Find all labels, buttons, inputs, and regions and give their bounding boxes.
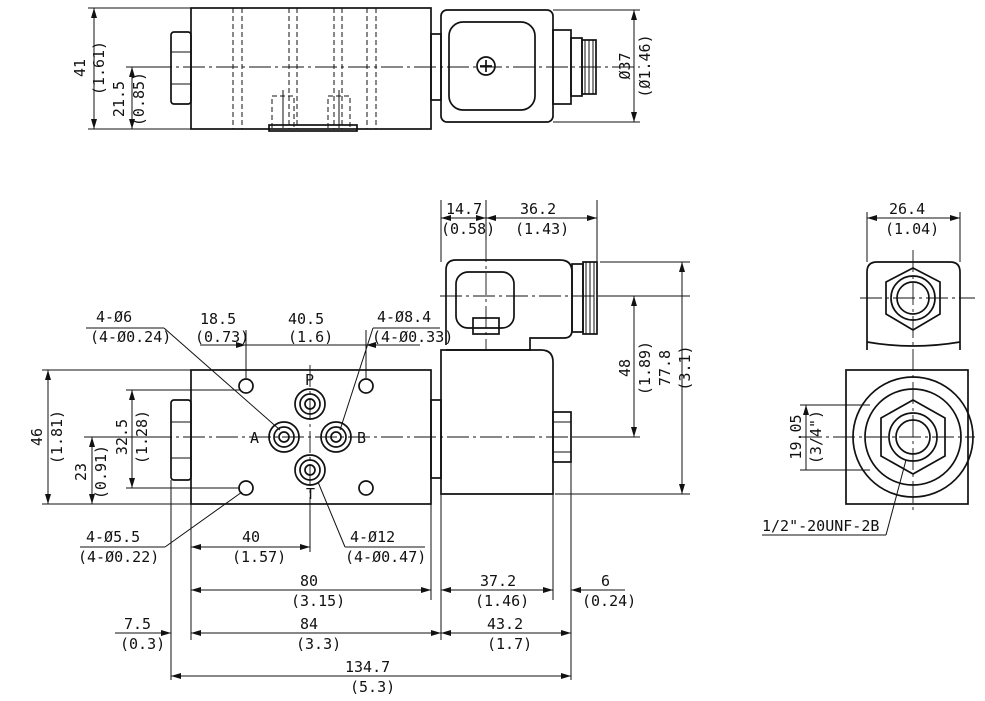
dim-4-d12: 4-Ø12 xyxy=(350,528,395,546)
dim-36-2: 36.2 xyxy=(520,200,556,218)
dim-14-7: 14.7 xyxy=(446,200,482,218)
dim-4-d5-5: 4-Ø5.5 xyxy=(86,528,140,546)
front-view: P A B T xyxy=(150,240,640,510)
dim-7-5-inch: (0.3) xyxy=(120,635,165,653)
dim-26-4: 26.4 xyxy=(889,200,925,218)
port-a-label: A xyxy=(250,429,259,447)
port-t-label: T xyxy=(306,485,315,503)
front-view-dimensions: 14.7 (0.58) 36.2 (1.43) 18.5 (0.73) 40.5… xyxy=(28,200,694,696)
dim-134-7: 134.7 xyxy=(345,658,390,676)
dim-48-inch: (1.89) xyxy=(636,341,654,395)
dim-23: 23 xyxy=(72,463,90,481)
port-p-label: P xyxy=(305,371,314,389)
side-view xyxy=(800,250,975,512)
dim-14-7-inch: (0.58) xyxy=(441,220,495,238)
dim-21-5-inch: (0.85) xyxy=(130,72,148,126)
dim-4-d12-inch: (4-Ø0.47) xyxy=(345,548,426,566)
dim-36-2-inch: (1.43) xyxy=(515,220,569,238)
dim-4-d6: 4-Ø6 xyxy=(96,308,132,326)
dim-84: 84 xyxy=(300,615,318,633)
dim-18-5: 18.5 xyxy=(200,310,236,328)
thread-callout: 1/2"-20UNF-2B xyxy=(762,517,879,535)
port-b-label: B xyxy=(357,429,366,447)
dim-40-5-inch: (1.6) xyxy=(288,328,333,346)
dim-4-d6-inch: (4-Ø0.24) xyxy=(90,328,171,346)
dim-4-d5-5-inch: (4-Ø0.22) xyxy=(78,548,159,566)
top-view-dimensions: 41 (1.61) 21.5 (0.85) Ø37 (Ø1.46) xyxy=(71,7,654,130)
dim-134-7-inch: (5.3) xyxy=(350,678,395,696)
dim-d37: Ø37 xyxy=(616,52,634,79)
dim-80-inch: (3.15) xyxy=(291,592,345,610)
dim-84-inch: (3.3) xyxy=(296,635,341,653)
dim-46: 46 xyxy=(28,428,46,446)
dim-23-inch: (0.91) xyxy=(92,445,110,499)
dim-40: 40 xyxy=(242,528,260,546)
dim-4-d8-4: 4-Ø8.4 xyxy=(377,308,431,326)
side-view-dimensions: 26.4 (1.04) 19.05 (3/4") 1/2"-20UNF-2B xyxy=(762,200,961,536)
dim-6: 6 xyxy=(601,572,610,590)
dim-21-5: 21.5 xyxy=(110,81,128,117)
dim-41-inch: (1.61) xyxy=(90,41,108,95)
dim-26-4-inch: (1.04) xyxy=(885,220,939,238)
dim-d37-inch: (Ø1.46) xyxy=(636,34,654,97)
dim-80: 80 xyxy=(300,572,318,590)
dim-4-d8-4-inch: (4-Ø0.33) xyxy=(372,328,453,346)
dim-18-5-inch: (0.73) xyxy=(195,328,249,346)
dim-77-8: 77.8 xyxy=(656,350,674,386)
dim-37-2-inch: (1.46) xyxy=(475,592,529,610)
dim-41: 41 xyxy=(71,59,89,77)
dim-19-05-inch: (3/4") xyxy=(807,410,825,464)
dim-40-inch: (1.57) xyxy=(232,548,286,566)
dim-32-5-inch: (1.28) xyxy=(133,410,151,464)
dim-37-2: 37.2 xyxy=(480,572,516,590)
dim-7-5: 7.5 xyxy=(124,615,151,633)
dim-77-8-inch: (3.1) xyxy=(676,345,694,390)
dim-46-inch: (1.81) xyxy=(48,410,66,464)
dim-48: 48 xyxy=(616,359,634,377)
dim-19-05: 19.05 xyxy=(787,414,805,459)
dim-43-2: 43.2 xyxy=(487,615,523,633)
dim-6-inch: (0.24) xyxy=(582,592,636,610)
top-view xyxy=(150,7,640,132)
dim-43-2-inch: (1.7) xyxy=(487,635,532,653)
dim-32-5: 32.5 xyxy=(113,419,131,455)
dim-40-5: 40.5 xyxy=(288,310,324,328)
